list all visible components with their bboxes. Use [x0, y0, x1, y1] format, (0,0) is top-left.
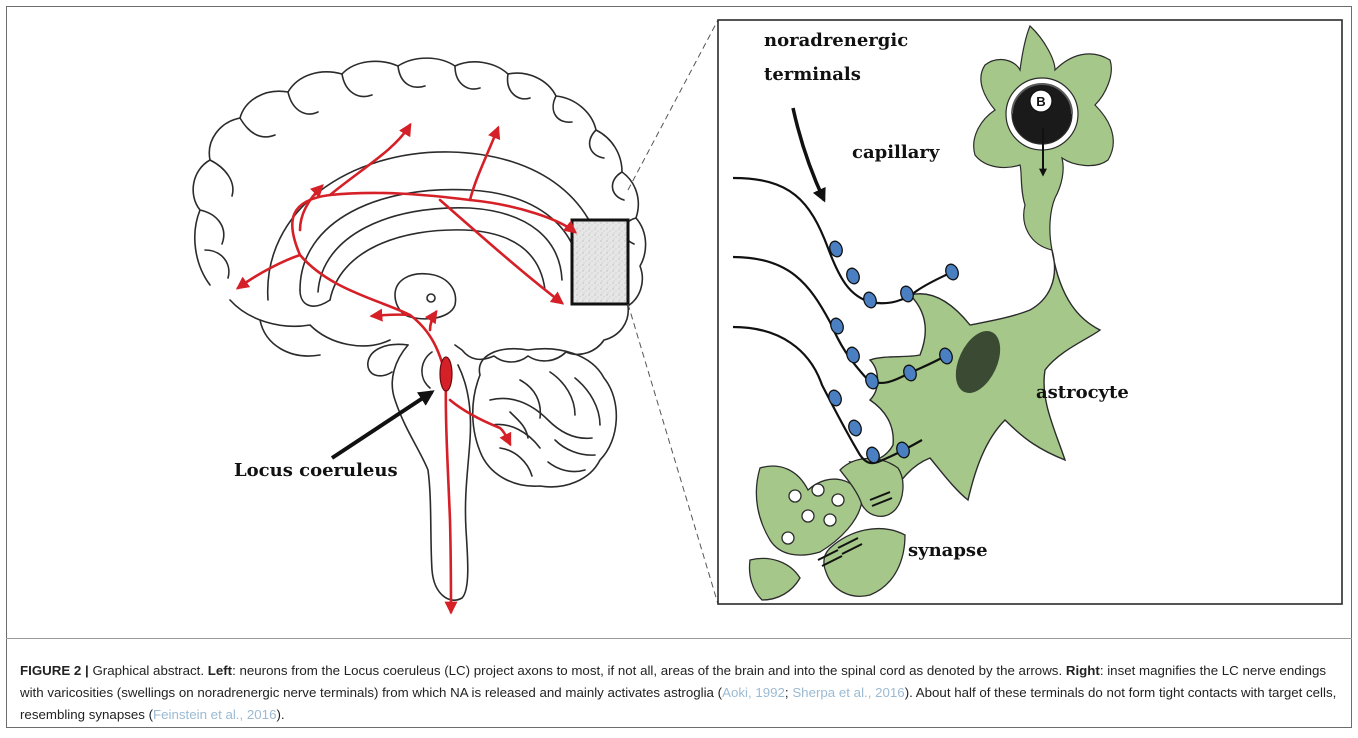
- label-astrocyte: astrocyte: [1036, 382, 1129, 403]
- locus-coeruleus-label: Locus coeruleus: [234, 460, 398, 481]
- zoom-line-bottom: [628, 304, 718, 604]
- label-noradrenergic: noradrenergic: [764, 30, 908, 51]
- lc-projection-arrows: [238, 125, 575, 612]
- citation-sherpa-link[interactable]: Sherpa et al., 2016: [792, 685, 904, 700]
- label-capillary: capillary: [852, 142, 940, 163]
- caption-left-heading: Left: [208, 663, 232, 678]
- citation-aoki-link[interactable]: Aoki, 1992: [722, 685, 785, 700]
- zoom-line-top: [628, 20, 718, 190]
- brain-illustration: [193, 58, 645, 600]
- cerebellum: [473, 349, 617, 487]
- caption-right-heading: Right: [1066, 663, 1100, 678]
- caption-end-text: ).: [276, 707, 284, 722]
- brainstem: [392, 345, 470, 600]
- caption-left-text: : neurons from the Locus coeruleus (LC) …: [232, 663, 1066, 678]
- caption-figure-label: FIGURE 2 |: [20, 663, 89, 678]
- inset-region-box: [572, 220, 628, 304]
- figure-graphic: Locus coeruleus B: [0, 0, 1358, 640]
- label-synapse: synapse: [908, 540, 988, 561]
- figure-caption: FIGURE 2 | Graphical abstract. Left: neu…: [20, 660, 1346, 726]
- label-terminals: terminals: [764, 64, 861, 85]
- citation-feinstein-link[interactable]: Feinstein et al., 2016: [153, 707, 276, 722]
- locus-coeruleus-marker: [440, 357, 452, 391]
- caption-intro: Graphical abstract.: [89, 663, 208, 678]
- capillary-letter: B: [1036, 94, 1045, 109]
